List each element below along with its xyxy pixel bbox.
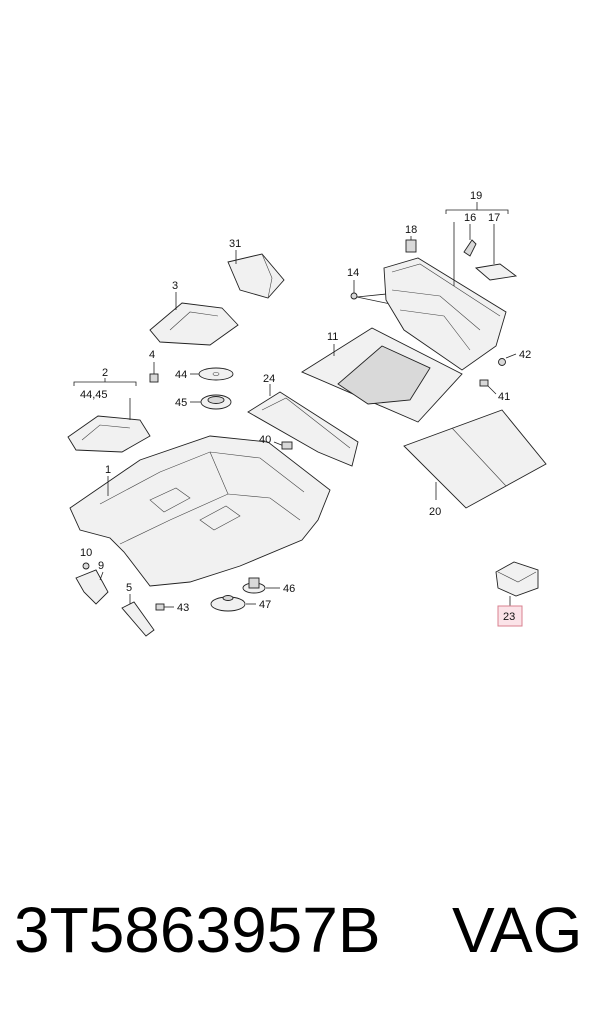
- part-2: [67, 378, 151, 453]
- callout-47: 47: [259, 599, 271, 611]
- part-11: [301, 327, 463, 423]
- callout-23: 23: [503, 611, 515, 623]
- part-10: [82, 562, 90, 570]
- callout-42: 42: [519, 349, 531, 361]
- parts-diagram: 31 3 4 44 45 2 44,45: [67, 190, 547, 637]
- part-17: [474, 224, 518, 281]
- part-31: [227, 250, 285, 299]
- callout-23-highlight: 23: [497, 605, 523, 627]
- part-40: [273, 441, 293, 450]
- part-20: [403, 409, 547, 509]
- part-9: [75, 569, 109, 605]
- part-4: [149, 362, 159, 383]
- callout-10: 10: [80, 547, 92, 559]
- part-45: [190, 394, 232, 410]
- callout-2: 2: [102, 367, 108, 379]
- part-23: [495, 561, 539, 606]
- callout-19: 19: [470, 190, 482, 202]
- callout-40: 40: [259, 434, 271, 446]
- callout-20: 20: [429, 506, 441, 518]
- part-3: [149, 292, 239, 346]
- callout-3: 3: [172, 280, 178, 292]
- callout-2-sub: 44,45: [80, 389, 108, 401]
- callout-17: 17: [488, 212, 500, 224]
- part-5: [121, 594, 155, 637]
- callout-44: 44: [175, 369, 187, 381]
- callout-31: 31: [229, 238, 241, 250]
- callout-1: 1: [105, 464, 111, 476]
- callout-24: 24: [263, 373, 275, 385]
- callout-5: 5: [126, 582, 132, 594]
- part-43: [155, 603, 174, 611]
- part-19: [383, 202, 509, 371]
- callout-4: 4: [149, 349, 155, 361]
- part-47: [210, 595, 256, 612]
- callout-45: 45: [175, 397, 187, 409]
- part-44: [190, 367, 234, 381]
- brand-label: VAG: [452, 894, 583, 966]
- callout-18: 18: [405, 224, 417, 236]
- part-18: [405, 236, 417, 253]
- callout-11: 11: [327, 331, 338, 343]
- part-24: [247, 384, 359, 467]
- part-1: [69, 435, 331, 587]
- callout-46: 46: [283, 583, 295, 595]
- part-46: [242, 577, 280, 594]
- callout-16: 16: [464, 212, 476, 224]
- callout-41: 41: [498, 391, 510, 403]
- callout-43: 43: [177, 602, 189, 614]
- part-16: [463, 224, 477, 257]
- part-number-label: 3T5863957B: [14, 894, 381, 966]
- part-42: [498, 353, 517, 366]
- callout-14: 14: [347, 267, 359, 279]
- callout-9: 9: [98, 560, 104, 572]
- part-41: [479, 379, 497, 395]
